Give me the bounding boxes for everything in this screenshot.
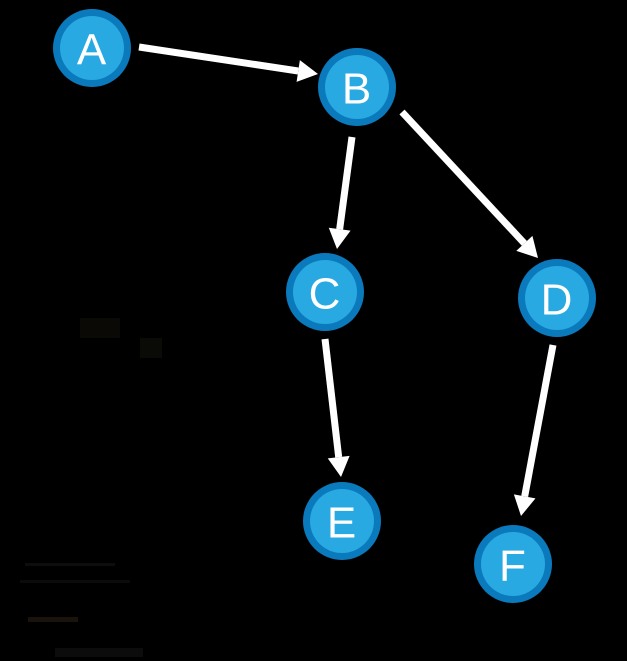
edge-C-E (321, 338, 343, 458)
background-artifact-5 (55, 648, 143, 657)
arrowhead-B-C (328, 227, 351, 249)
node-E[interactable] (310, 489, 374, 553)
edge-B-C (336, 136, 356, 230)
background-artifact-1 (140, 338, 162, 358)
node-A-label: A (77, 26, 107, 75)
node-E-label: E (327, 499, 357, 548)
background-artifact-2 (25, 563, 115, 566)
node-F-label: F (499, 542, 527, 591)
background-artifact-0 (80, 318, 120, 338)
background-artifact-4 (28, 617, 78, 622)
node-B-label: B (342, 65, 372, 114)
arrowhead-C-E (327, 455, 350, 477)
edge-B-D (399, 109, 527, 246)
edge-D-F (521, 344, 557, 497)
node-F[interactable] (481, 532, 545, 596)
arrowhead-A-B (296, 60, 318, 82)
node-C[interactable] (293, 260, 357, 324)
node-D[interactable] (525, 266, 589, 330)
node-C-label: C (309, 270, 342, 319)
edge-A-B (138, 43, 299, 75)
node-D-label: D (541, 276, 574, 325)
node-B[interactable] (325, 55, 389, 119)
arrowhead-D-F (513, 494, 536, 516)
background-artifact-3 (20, 580, 130, 583)
node-A[interactable] (60, 16, 124, 80)
arrowhead-B-D (516, 235, 538, 258)
